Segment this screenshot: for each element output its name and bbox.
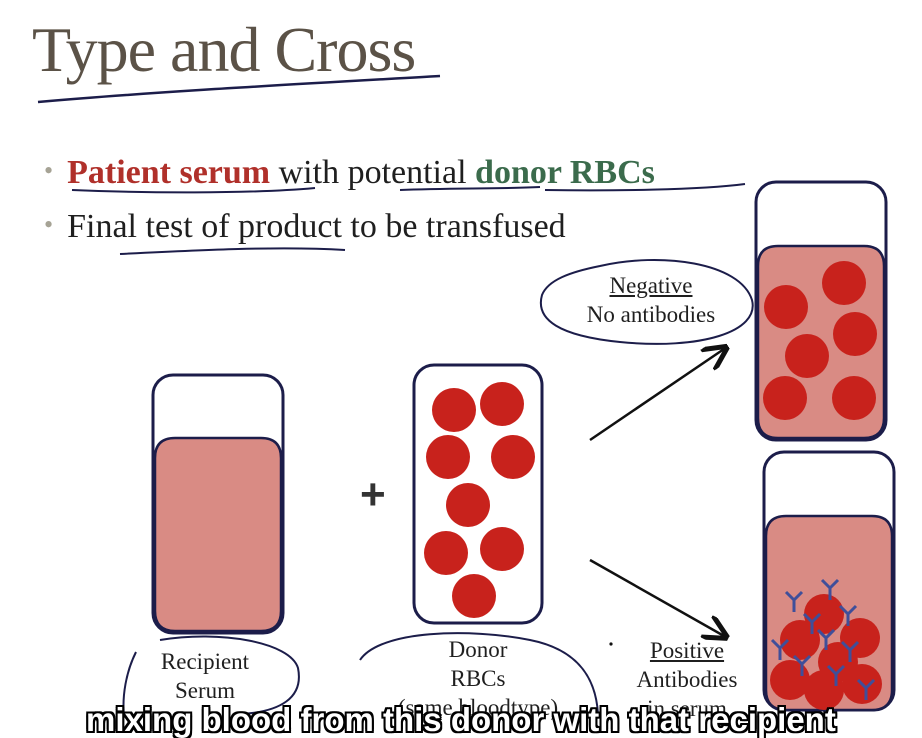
- recipient-serum-tube: [151, 373, 285, 635]
- red-blood-cell: [764, 285, 808, 329]
- recipient-serum-label: Recipient Serum: [140, 648, 270, 706]
- antibodies-text: Antibodies: [636, 666, 738, 692]
- donor-circle: [359, 632, 599, 715]
- with-potential-text: with potential: [270, 154, 476, 191]
- negative-result-tube: [754, 180, 888, 442]
- red-blood-cell: [804, 594, 844, 634]
- donor-rbcs-underline: [544, 183, 746, 192]
- serum-text: Serum: [174, 677, 236, 703]
- same-bloodtype-text: (same bloodtype): [397, 694, 559, 720]
- arrow-to-positive: [589, 558, 724, 636]
- no-antibodies-text: No antibodies: [586, 301, 716, 327]
- bullet-item-2: • Final test of product to be transfused: [44, 210, 566, 244]
- red-blood-cell: [833, 312, 877, 356]
- potential-underline: [399, 186, 541, 191]
- arrow-to-negative: [589, 349, 724, 442]
- red-blood-cell: [452, 574, 496, 618]
- recipient-text: Recipient: [160, 649, 250, 674]
- positive-label: Positive Antibodies in serum: [612, 637, 762, 723]
- red-blood-cell: [424, 531, 468, 575]
- stray-dot: [609, 642, 613, 646]
- bullet-item-1: • Patient serum with potential donor RBCs: [44, 156, 655, 190]
- plus-sign: +: [360, 470, 386, 519]
- recipient-circle: [159, 635, 300, 715]
- red-blood-cell: [770, 660, 810, 700]
- red-blood-cell: [491, 435, 535, 479]
- recipient-circle-left: [122, 651, 137, 717]
- bullet-dot: •: [44, 210, 54, 239]
- red-blood-cell: [832, 376, 876, 420]
- rbcs-text: RBCs: [450, 665, 506, 691]
- red-blood-cell: [446, 483, 490, 527]
- red-blood-cell: [480, 382, 524, 426]
- donor-rbcs-label: Donor RBCs (same bloodtype): [368, 636, 588, 722]
- red-blood-cell: [432, 388, 476, 432]
- donor-rbc-tube: [412, 363, 544, 625]
- red-blood-cell: [822, 261, 866, 305]
- red-blood-cell: [480, 527, 524, 571]
- negative-circle: [539, 258, 754, 345]
- bullet-dot: •: [44, 156, 54, 185]
- video-caption: mixing blood from this donor with that r…: [86, 702, 836, 738]
- negative-title: Negative: [609, 273, 693, 298]
- patient-serum-underline: [71, 187, 316, 194]
- positive-title: Positive: [649, 638, 725, 663]
- donor-text: Donor: [448, 637, 508, 662]
- red-blood-cell: [804, 670, 844, 710]
- in-serum-text: in serum: [647, 695, 727, 721]
- red-blood-cell: [780, 620, 820, 660]
- red-blood-cell: [426, 435, 470, 479]
- negative-label: Negative No antibodies: [566, 272, 736, 330]
- final-test-text: Final test of product to be transfused: [67, 208, 566, 245]
- donor-rbcs-text: donor RBCs: [475, 154, 655, 191]
- slide-title: Type and Cross: [32, 14, 416, 85]
- antibody-cluster: [770, 578, 876, 700]
- patient-serum-text: Patient serum: [67, 154, 271, 191]
- positive-result-tube: [762, 450, 896, 712]
- red-blood-cell: [763, 376, 807, 420]
- title-underline: [37, 74, 441, 104]
- final-test-underline: [119, 247, 346, 255]
- red-blood-cell: [785, 334, 829, 378]
